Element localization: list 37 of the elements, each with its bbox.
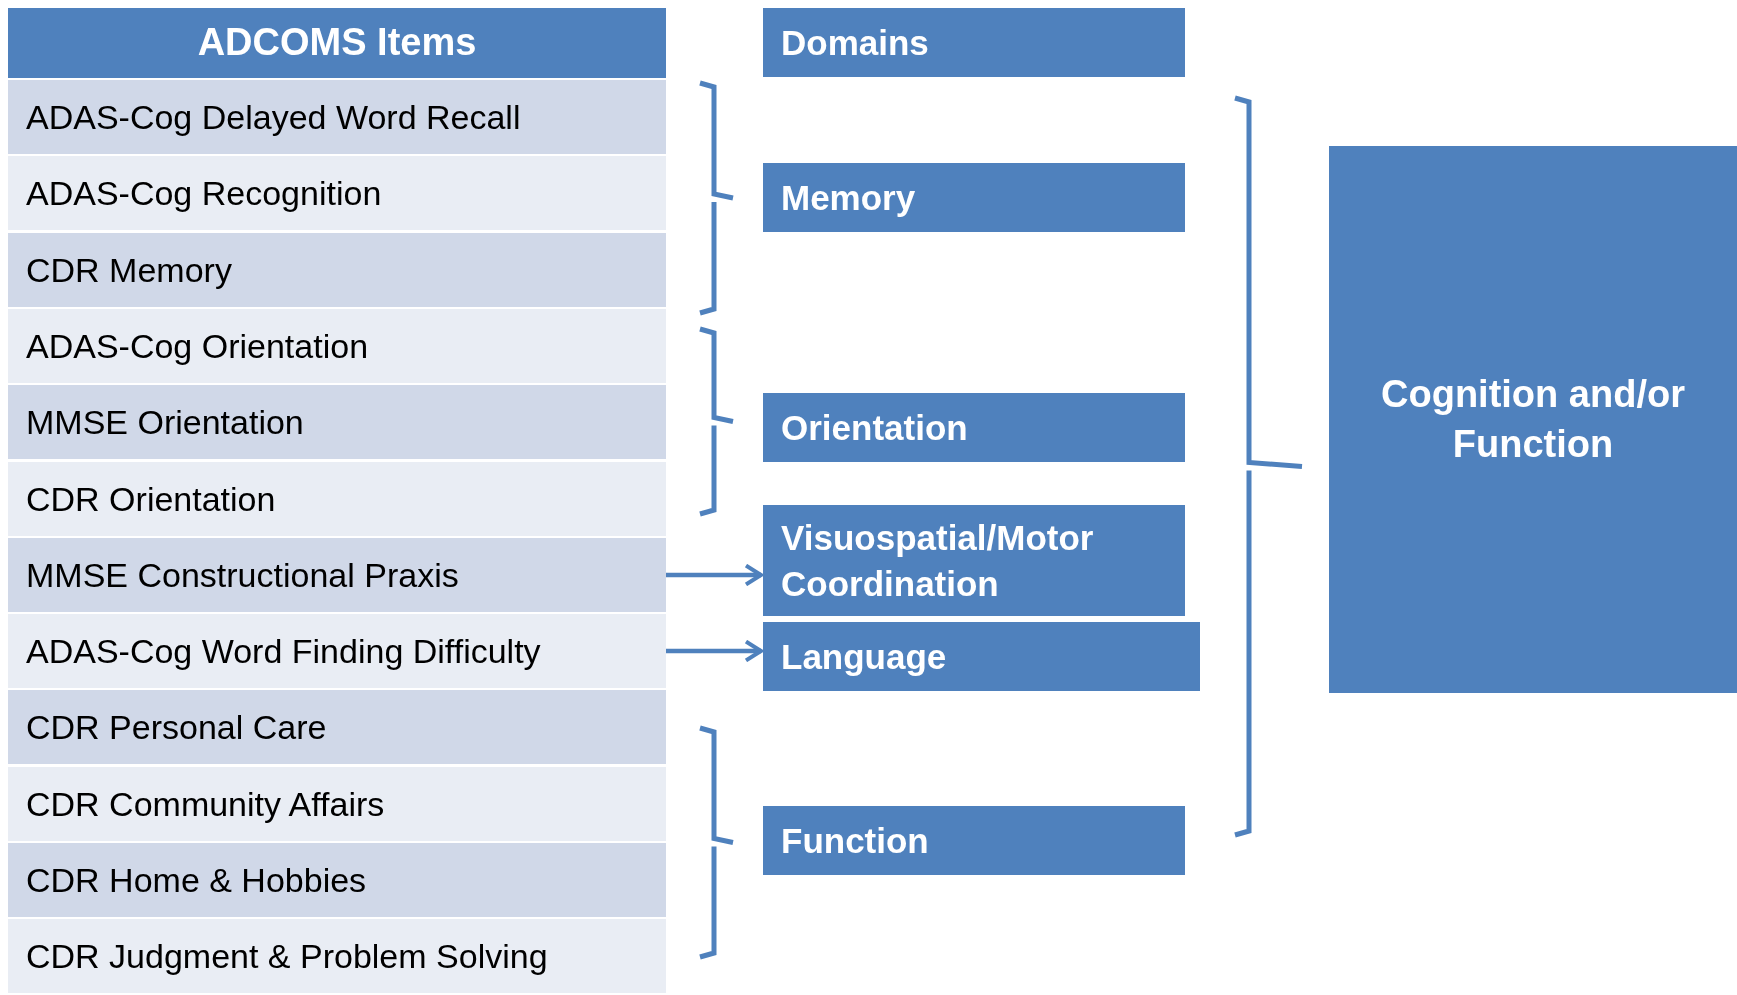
- node-label: CDR Memory: [26, 249, 232, 291]
- arrow: [666, 639, 764, 663]
- item-row: [8, 80, 666, 154]
- node-label: ADAS-Cog Delayed Word Recall: [26, 96, 521, 138]
- node-label: Domains: [781, 21, 929, 64]
- item-row: [8, 690, 666, 764]
- node-label: ADAS-Cog Word Finding Difficulty: [26, 630, 541, 672]
- item-row: [8, 614, 666, 688]
- node-label: CDR Personal Care: [26, 706, 327, 748]
- domain-box: [763, 8, 1185, 77]
- item-row: [8, 385, 666, 459]
- domain-box: [763, 163, 1185, 232]
- node-label: Cognition and/or Function: [1380, 372, 1686, 467]
- node-label: CDR Home & Hobbies: [26, 859, 367, 901]
- arrow: [666, 563, 764, 587]
- node-label: MMSE Constructional Praxis: [26, 554, 459, 596]
- domain-box: [763, 622, 1200, 691]
- node-label: CDR Orientation: [26, 478, 276, 520]
- header-box: [8, 8, 666, 78]
- node-label: ADAS-Cog Orientation: [26, 325, 369, 367]
- node-label: MMSE Orientation: [26, 401, 304, 443]
- node-label: Memory: [781, 176, 916, 219]
- node-label: Function: [781, 819, 929, 862]
- domain-box: [763, 505, 1185, 616]
- domain-box: [763, 806, 1185, 875]
- node-label: ADCOMS Items: [197, 20, 477, 66]
- item-row: [8, 538, 666, 612]
- node-label: Language: [781, 635, 947, 678]
- node-label: Orientation: [781, 406, 968, 449]
- node-label: ADAS-Cog Recognition: [26, 172, 382, 214]
- node-label: CDR Community Affairs: [26, 783, 385, 825]
- domain-box: [763, 393, 1185, 462]
- item-row: [8, 843, 666, 917]
- node-label: CDR Judgment & Problem Solving: [26, 935, 548, 977]
- outcome-box: [1329, 146, 1737, 693]
- node-label: Visuospatial/Motor Coordination: [781, 517, 1095, 605]
- item-row: [8, 233, 666, 307]
